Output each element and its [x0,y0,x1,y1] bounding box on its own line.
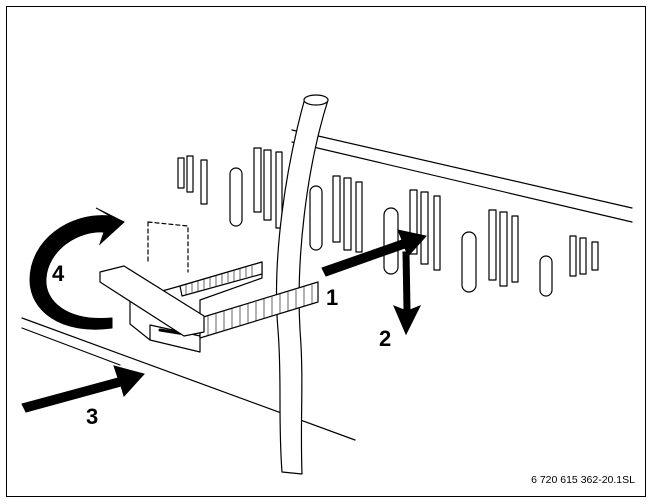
arrow-3 [21,365,145,413]
callout-4: 4 [52,261,65,286]
clip-ghost [147,221,189,273]
grille-slots [177,147,599,297]
clip-lever [99,265,205,337]
arrow-1 [321,229,427,277]
panel-top-edge-inner [291,141,633,223]
clip-strip-back [179,261,263,297]
callout-3: 3 [86,404,99,429]
callout-1: 1 [326,285,339,310]
arrow-2 [393,251,422,336]
base-rail-lower [21,327,121,366]
reference-code: 6 720 615 362-20.1SL [531,474,635,486]
figure-frame [6,6,646,497]
cable-tube [275,97,329,475]
panel-top-edge [291,129,633,209]
callout-2: 2 [379,326,392,351]
arrow-4 [29,207,125,330]
